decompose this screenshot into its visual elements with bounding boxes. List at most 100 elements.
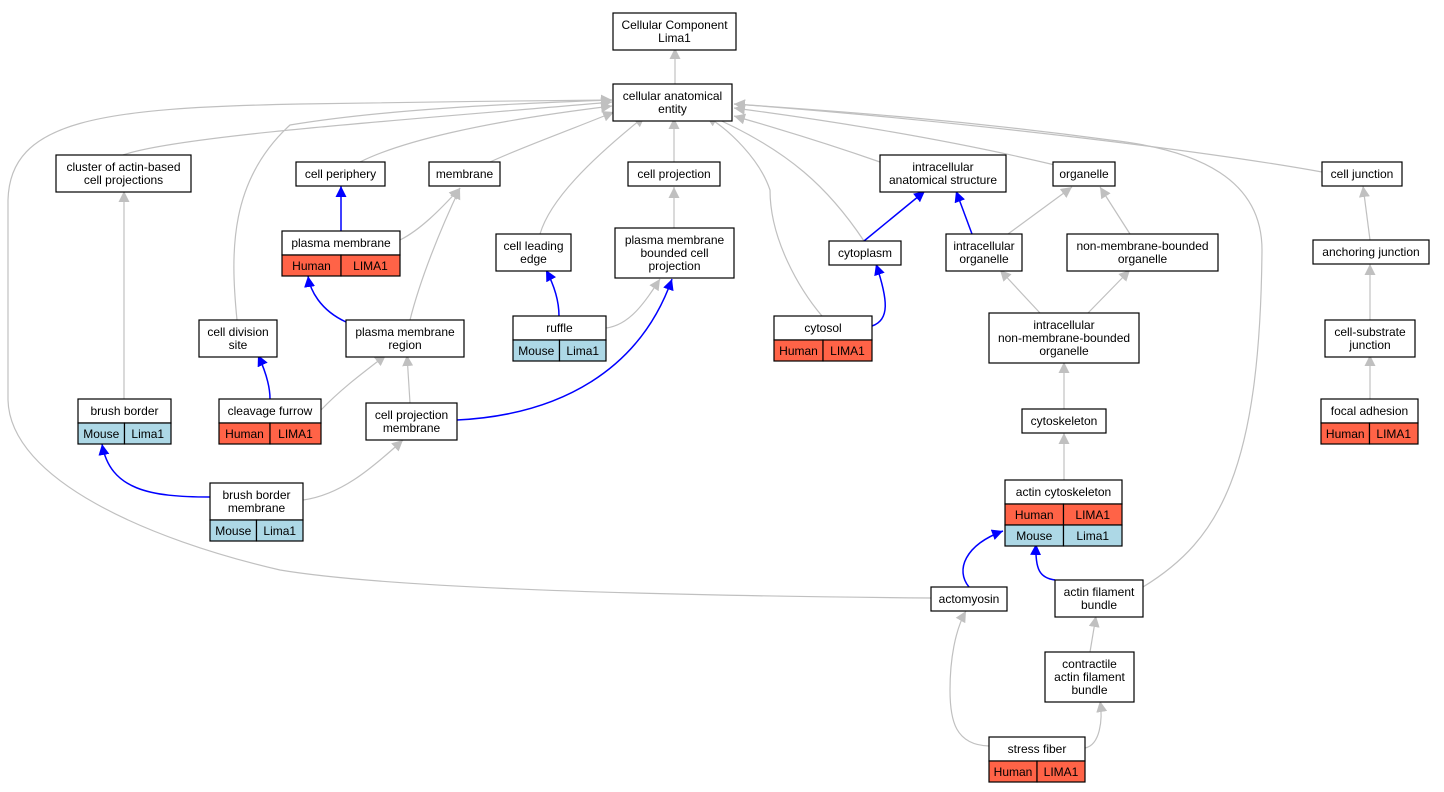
node-label-line: organelle — [1039, 344, 1089, 358]
node-label-line: site — [229, 338, 248, 352]
node-box — [1321, 161, 1403, 187]
node-label-line: cleavage furrow — [228, 404, 313, 418]
node-label-line: cluster of actin-based — [66, 160, 180, 174]
node-label-line: cytosol — [804, 321, 841, 335]
gene-cell — [123, 422, 172, 445]
edge-cytoplasm-to-cae — [705, 113, 865, 242]
node-label-line: cell-substrate — [1334, 325, 1406, 339]
edge-inmbo-to-intorg — [999, 269, 1041, 314]
species-label: Mouse — [518, 344, 554, 358]
node-box — [495, 233, 572, 272]
node-label-line: plasma membrane — [625, 233, 725, 247]
node-label-line: ruffle — [546, 321, 573, 335]
edge-cytosol-to-cytoplasm — [871, 263, 886, 327]
node-box — [988, 736, 1086, 762]
species-label: Human — [1326, 427, 1365, 441]
node-box — [428, 161, 501, 187]
node-box — [512, 315, 607, 341]
node-box — [1312, 239, 1430, 265]
edges-layer — [7, 48, 1376, 749]
species-label: Mouse — [83, 427, 119, 441]
node-box — [1052, 161, 1116, 187]
node-label-line: focal adhesion — [1331, 404, 1408, 418]
edge-actomyosin-to-cae — [7, 94, 932, 599]
species-label: Human — [779, 344, 818, 358]
edge-cpm-to-pmregion — [402, 354, 414, 404]
node-cytoskeleton[interactable]: cytoskeleton — [1021, 408, 1107, 434]
node-box — [1054, 579, 1144, 618]
edge-stress-to-cafb — [1084, 700, 1108, 749]
node-cytoplasm[interactable]: cytoplasm — [828, 240, 902, 266]
node-label-line: plasma membrane — [291, 236, 391, 250]
node-label-line: brush border — [90, 404, 158, 418]
node-label-line: membrane — [436, 167, 494, 181]
node-label-line: junction — [1348, 338, 1390, 352]
node-periphery[interactable]: cell periphery — [295, 161, 386, 187]
node-celljunction[interactable]: cell junction — [1321, 161, 1403, 187]
node-label-line: membrane — [228, 501, 286, 515]
species-label: Human — [994, 765, 1033, 779]
node-box — [612, 12, 737, 51]
node-organelle[interactable]: organelle — [1052, 161, 1116, 187]
gene-label: LIMA1 — [278, 427, 313, 441]
node-cellproj[interactable]: cell projection — [627, 161, 721, 187]
node-anchoring[interactable]: anchoring junction — [1312, 239, 1430, 265]
gene-cell — [1036, 760, 1086, 783]
edge-anchoring-to-celljunction — [1358, 185, 1371, 241]
node-label-line: intracellular — [912, 160, 973, 174]
node-label-line: cell periphery — [305, 167, 376, 181]
node-label-line: entity — [658, 102, 687, 116]
node-actomyosin[interactable]: actomyosin — [930, 586, 1008, 612]
node-box — [1320, 398, 1419, 424]
edge-cleavage-to-pmregion — [320, 354, 387, 411]
species-label: Mouse — [1016, 529, 1052, 543]
node-label-line: projection — [648, 259, 700, 273]
node-box — [614, 227, 735, 279]
node-label-line: cell leading — [503, 239, 563, 253]
edge-intorg-to-ias — [954, 190, 973, 235]
node-label-line: actin cytoskeleton — [1016, 485, 1111, 499]
gene-cell — [340, 254, 401, 277]
node-label-line: Lima1 — [658, 31, 691, 45]
node-inmbo[interactable]: intracellularnon-membrane-boundedorganel… — [988, 312, 1140, 364]
node-box — [988, 312, 1140, 364]
node-box — [945, 233, 1023, 272]
node-box — [295, 161, 386, 187]
node-label-line: non-membrane-bounded — [1076, 239, 1208, 253]
edge-afb-to-cae — [733, 99, 1263, 588]
node-label-line: region — [388, 338, 421, 352]
node-membrane[interactable]: membrane — [428, 161, 501, 187]
edge-organelle-to-cae — [733, 103, 1056, 166]
node-label-line: organelle — [1118, 252, 1168, 266]
node-label-line: organelle — [959, 252, 1009, 266]
node-label-line: cell projections — [84, 173, 163, 187]
node-box — [1324, 319, 1416, 358]
edge-cleavage-to-divsite — [257, 354, 271, 400]
node-label-line: cell projection — [637, 167, 710, 181]
edge-periphery-to-cae — [359, 101, 613, 163]
